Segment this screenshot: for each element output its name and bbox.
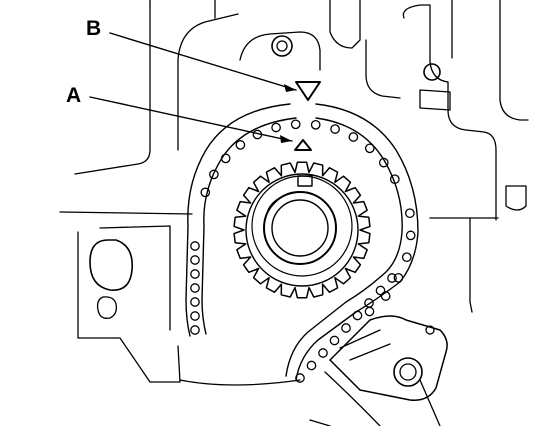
- chain-roller: [389, 174, 400, 185]
- chain-roller: [401, 252, 412, 263]
- chain-roller: [348, 132, 359, 142]
- chain-roller: [380, 291, 391, 301]
- chain-roller: [393, 272, 404, 283]
- chain-roller: [330, 124, 340, 134]
- chain-tensioner: [329, 315, 448, 401]
- mark-a-triangle: [294, 139, 312, 151]
- housing-outline: [59, 0, 529, 426]
- chain-roller: [405, 230, 416, 241]
- leader-a: [89, 96, 293, 142]
- callout-b-label: B: [86, 17, 102, 40]
- leader-lines: [89, 32, 297, 142]
- chain-roller: [364, 143, 375, 154]
- leader-b: [109, 32, 297, 91]
- chain-roller: [190, 255, 200, 265]
- timing-marks: [294, 81, 321, 151]
- timing-chain: [185, 103, 419, 381]
- chain-roller: [235, 140, 246, 150]
- chain-roller: [341, 323, 351, 333]
- chain-roller: [352, 310, 363, 321]
- chain-roller: [364, 306, 375, 317]
- upper-pins: [271, 35, 451, 111]
- chain-roller: [364, 298, 374, 308]
- chain-roller: [190, 325, 200, 335]
- chain-roller: [306, 360, 317, 371]
- chain-roller: [329, 335, 340, 346]
- callout-a-label: A: [66, 84, 82, 107]
- chain-roller: [190, 241, 200, 251]
- mark-b-triangle: [295, 81, 321, 101]
- chain-roller: [209, 169, 219, 180]
- chain-roller: [310, 119, 321, 130]
- chain-roller: [378, 157, 389, 168]
- chain-roller: [271, 122, 281, 133]
- chain-roller: [318, 348, 328, 358]
- chain-roller: [190, 297, 200, 307]
- chain-roller: [295, 373, 305, 383]
- chain-roller: [190, 283, 200, 293]
- chain-roller: [405, 208, 415, 219]
- chain-roller: [220, 153, 231, 164]
- chain-roller: [375, 285, 386, 296]
- chain-roller: [190, 311, 200, 321]
- chain-rollers: [190, 119, 416, 383]
- chain-roller: [200, 187, 211, 198]
- chain-roller: [387, 273, 397, 283]
- crank-sprocket: [233, 161, 371, 299]
- chain-roller: [290, 119, 301, 130]
- chain-roller: [190, 269, 200, 279]
